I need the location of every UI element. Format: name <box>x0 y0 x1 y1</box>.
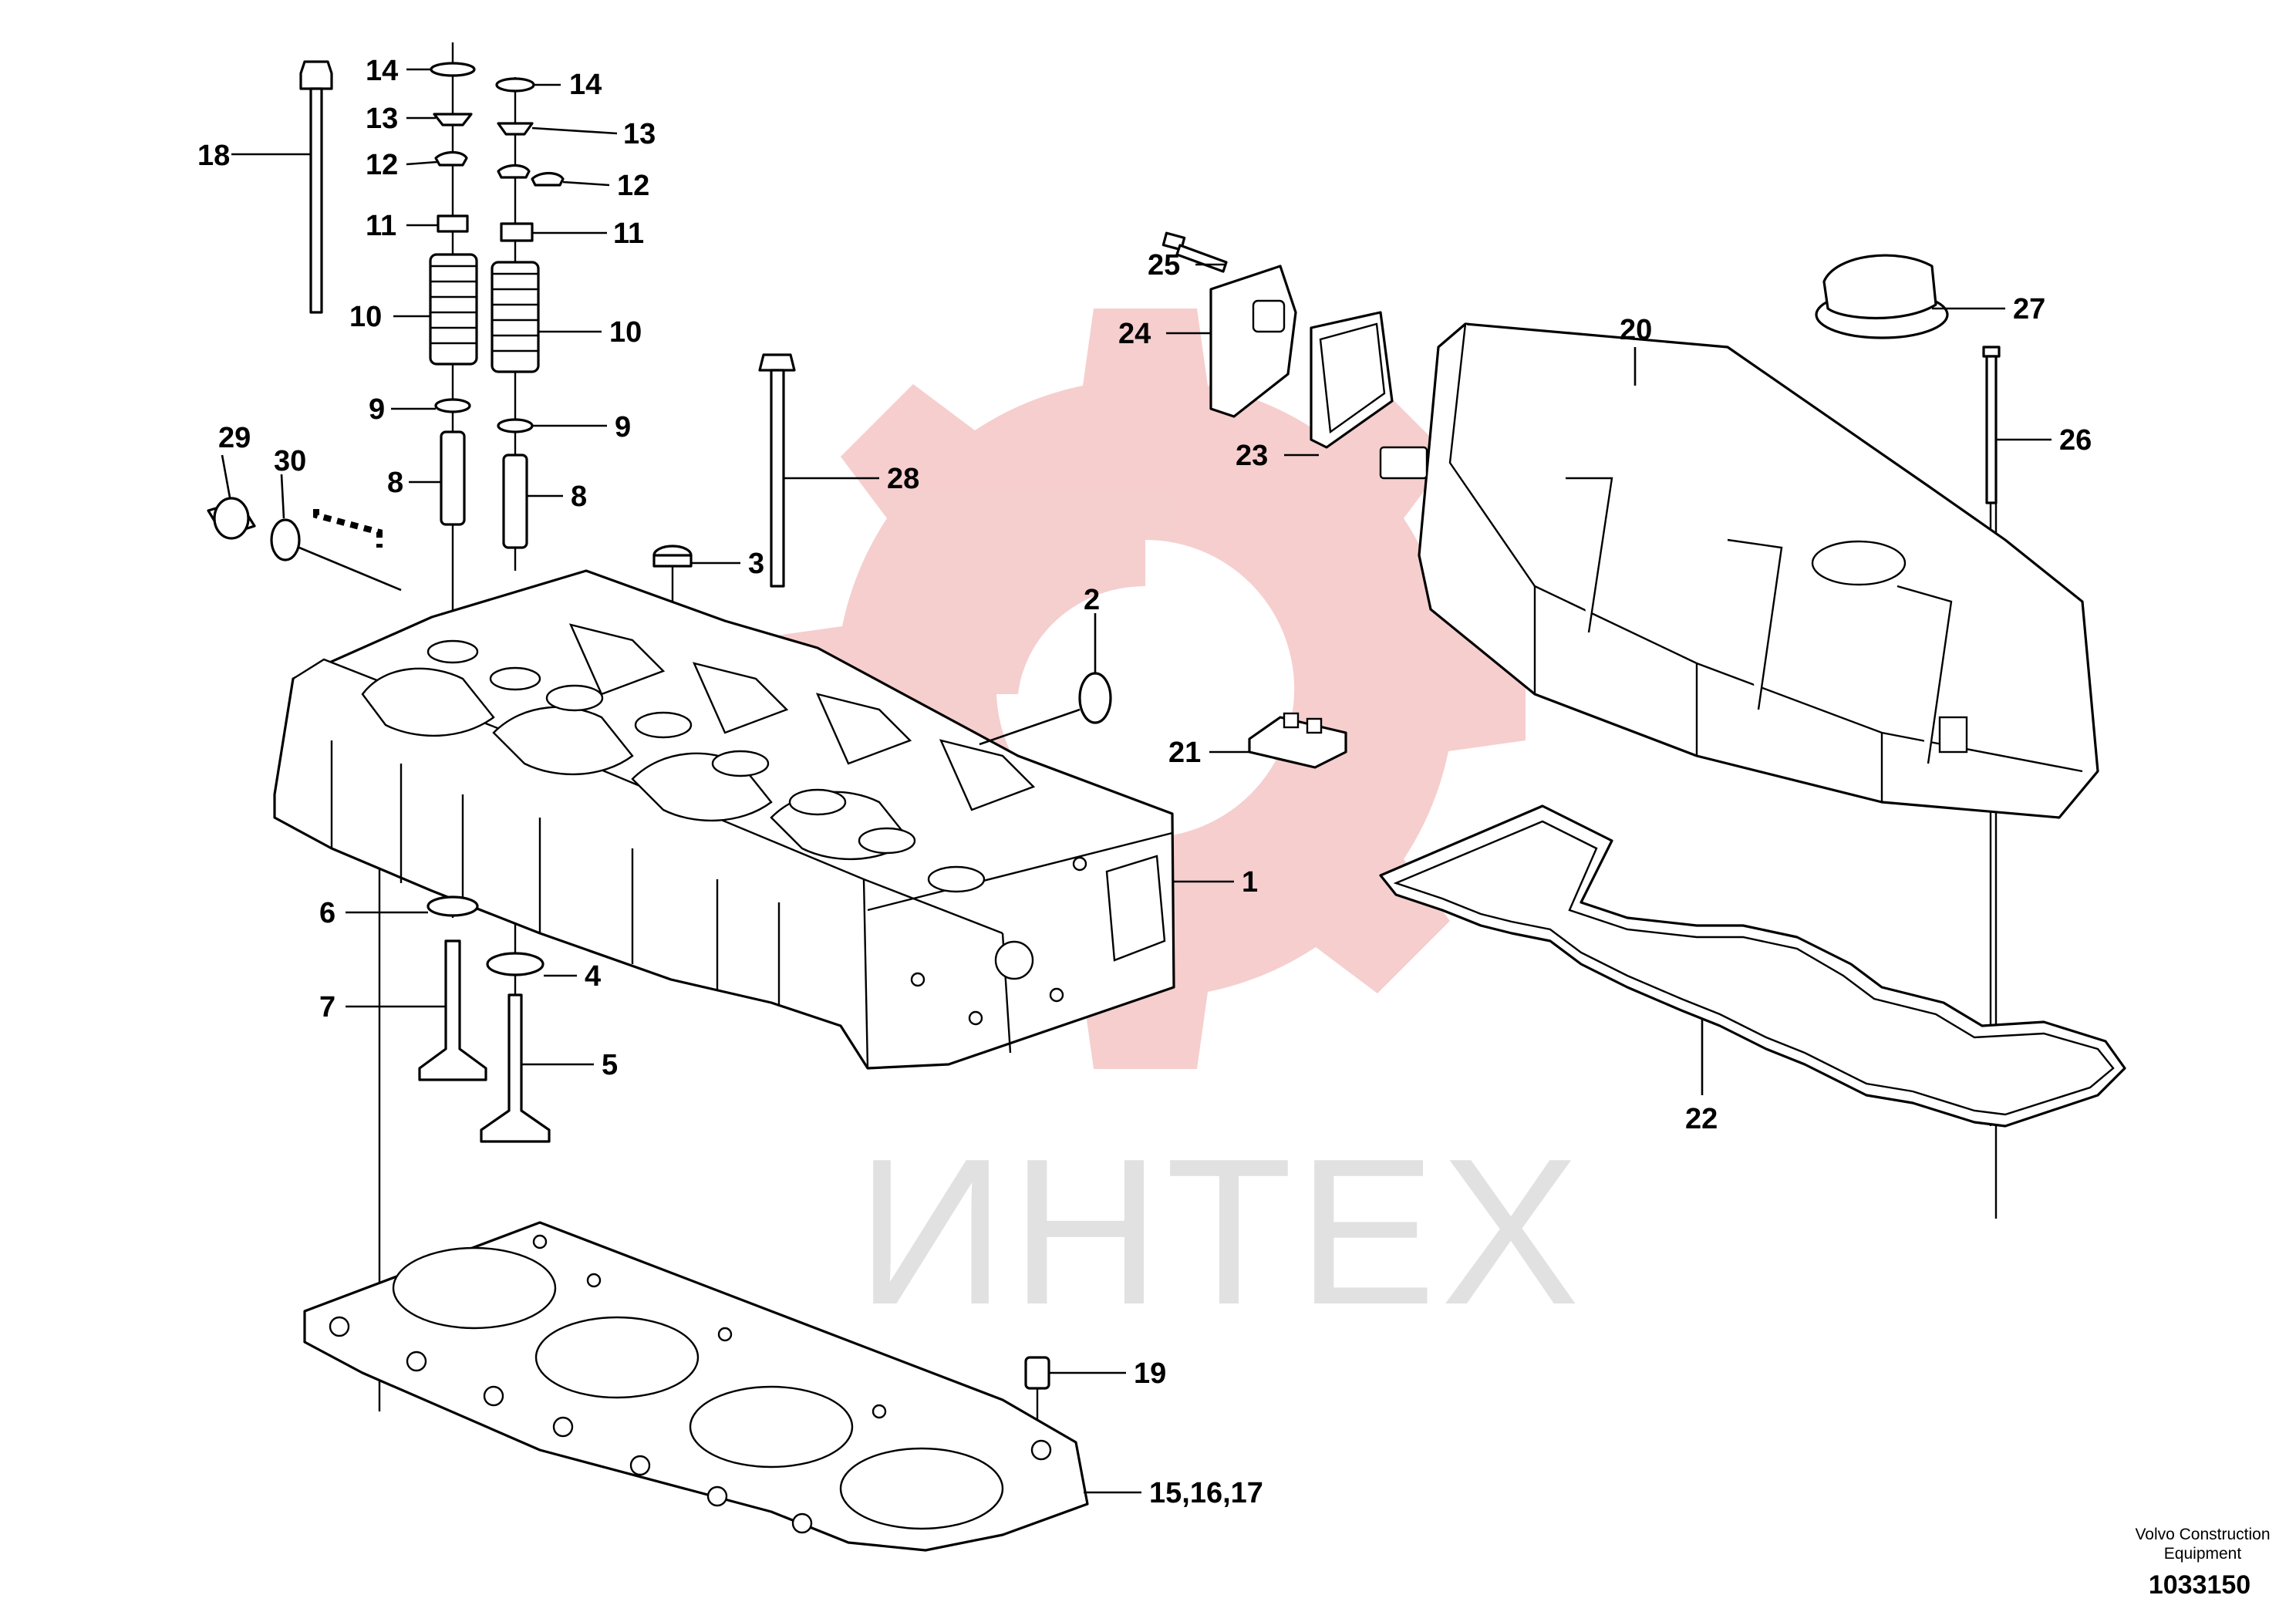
spring-seat <box>437 214 469 233</box>
valve-guide <box>502 454 528 549</box>
callout-13-right: 13 <box>623 118 656 150</box>
dowel-pin <box>1024 1356 1050 1390</box>
callout-24: 24 <box>1118 318 1151 350</box>
breather <box>1248 712 1347 769</box>
callout-15-16-17: 15,16,17 <box>1149 1477 1263 1509</box>
drawing-number: 1033150 <box>2149 1570 2250 1600</box>
callout-10-left: 10 <box>349 301 382 333</box>
plug <box>652 545 693 568</box>
watermark-swoosh <box>949 524 1145 694</box>
callout-25: 25 <box>1148 249 1180 282</box>
callout-5: 5 <box>602 1049 618 1081</box>
valve-intake <box>480 993 551 1143</box>
valve-rotator-washer <box>430 62 476 77</box>
callout-8-left: 8 <box>387 467 403 499</box>
credit-line-1: Volvo Construction <box>2135 1526 2270 1543</box>
oil-filler-cap <box>1815 254 1949 339</box>
callout-10-right: 10 <box>609 316 642 349</box>
callout-7: 7 <box>319 991 335 1023</box>
valve-rotator-washer <box>495 77 535 93</box>
valve-stem-seal <box>426 895 479 917</box>
callout-18: 18 <box>197 140 230 172</box>
callouts: 14 14 13 13 12 12 11 11 10 10 9 9 8 8 18… <box>197 55 2092 1509</box>
callout-8-right: 8 <box>571 481 587 513</box>
valve-spring <box>491 261 540 373</box>
callout-11-right: 11 <box>613 218 644 250</box>
callout-29: 29 <box>218 422 251 454</box>
callout-21: 21 <box>1168 737 1201 769</box>
callout-14-left: 14 <box>366 55 398 87</box>
callout-12-right: 12 <box>617 170 649 202</box>
plug-screw <box>207 497 256 540</box>
flange <box>1209 265 1297 418</box>
cylinder-head <box>273 569 1175 1070</box>
watermark-text: ИНТЕХ <box>856 1116 1584 1348</box>
callout-19: 19 <box>1134 1357 1166 1390</box>
head-bolt <box>299 60 333 314</box>
callout-14-right: 14 <box>569 69 602 101</box>
sealing-ring <box>270 518 301 561</box>
callout-23: 23 <box>1236 440 1268 472</box>
callout-2: 2 <box>1084 584 1100 616</box>
callout-30: 30 <box>274 445 306 477</box>
core-plug <box>1078 672 1112 724</box>
callout-11-left: 11 <box>366 210 396 242</box>
valve-guide <box>440 430 466 526</box>
valve-collet <box>531 171 565 187</box>
callout-20: 20 <box>1620 314 1652 346</box>
callout-1: 1 <box>1242 866 1258 899</box>
cover-bolt <box>1982 346 2001 504</box>
cylinder-head-gasket <box>303 1221 1089 1552</box>
o-ring <box>497 418 534 433</box>
valve-cover-gasket <box>1379 804 2126 1128</box>
credit-line-2: Equipment <box>2164 1545 2242 1563</box>
flange-gasket <box>1310 311 1394 449</box>
valve-cover <box>1379 322 2099 819</box>
callout-27: 27 <box>2013 293 2045 325</box>
callout-13-left: 13 <box>366 103 398 135</box>
callout-9-left: 9 <box>369 393 385 426</box>
valve-train-intake-stack <box>480 77 565 1143</box>
valve-train-exhaust-stack <box>418 62 487 1081</box>
spring-retainer <box>497 122 534 136</box>
spring-seat <box>500 222 534 242</box>
valve-stem-seal-intake <box>486 952 544 976</box>
valve-collet <box>497 164 531 179</box>
leader-lines <box>221 68 2052 1494</box>
callout-22: 22 <box>1685 1103 1718 1135</box>
spring-retainer <box>433 113 473 126</box>
callout-9-right: 9 <box>615 411 631 443</box>
valve-collet <box>434 150 468 167</box>
valve-exhaust <box>418 939 487 1081</box>
o-ring <box>434 398 471 413</box>
callout-12-left: 12 <box>366 149 398 181</box>
callout-26: 26 <box>2059 424 2092 457</box>
callout-3: 3 <box>748 548 764 580</box>
bolt-28 <box>758 353 796 588</box>
valve-spring <box>429 253 478 366</box>
callout-6: 6 <box>319 897 335 929</box>
callout-4: 4 <box>585 960 601 993</box>
callout-28: 28 <box>887 463 919 495</box>
